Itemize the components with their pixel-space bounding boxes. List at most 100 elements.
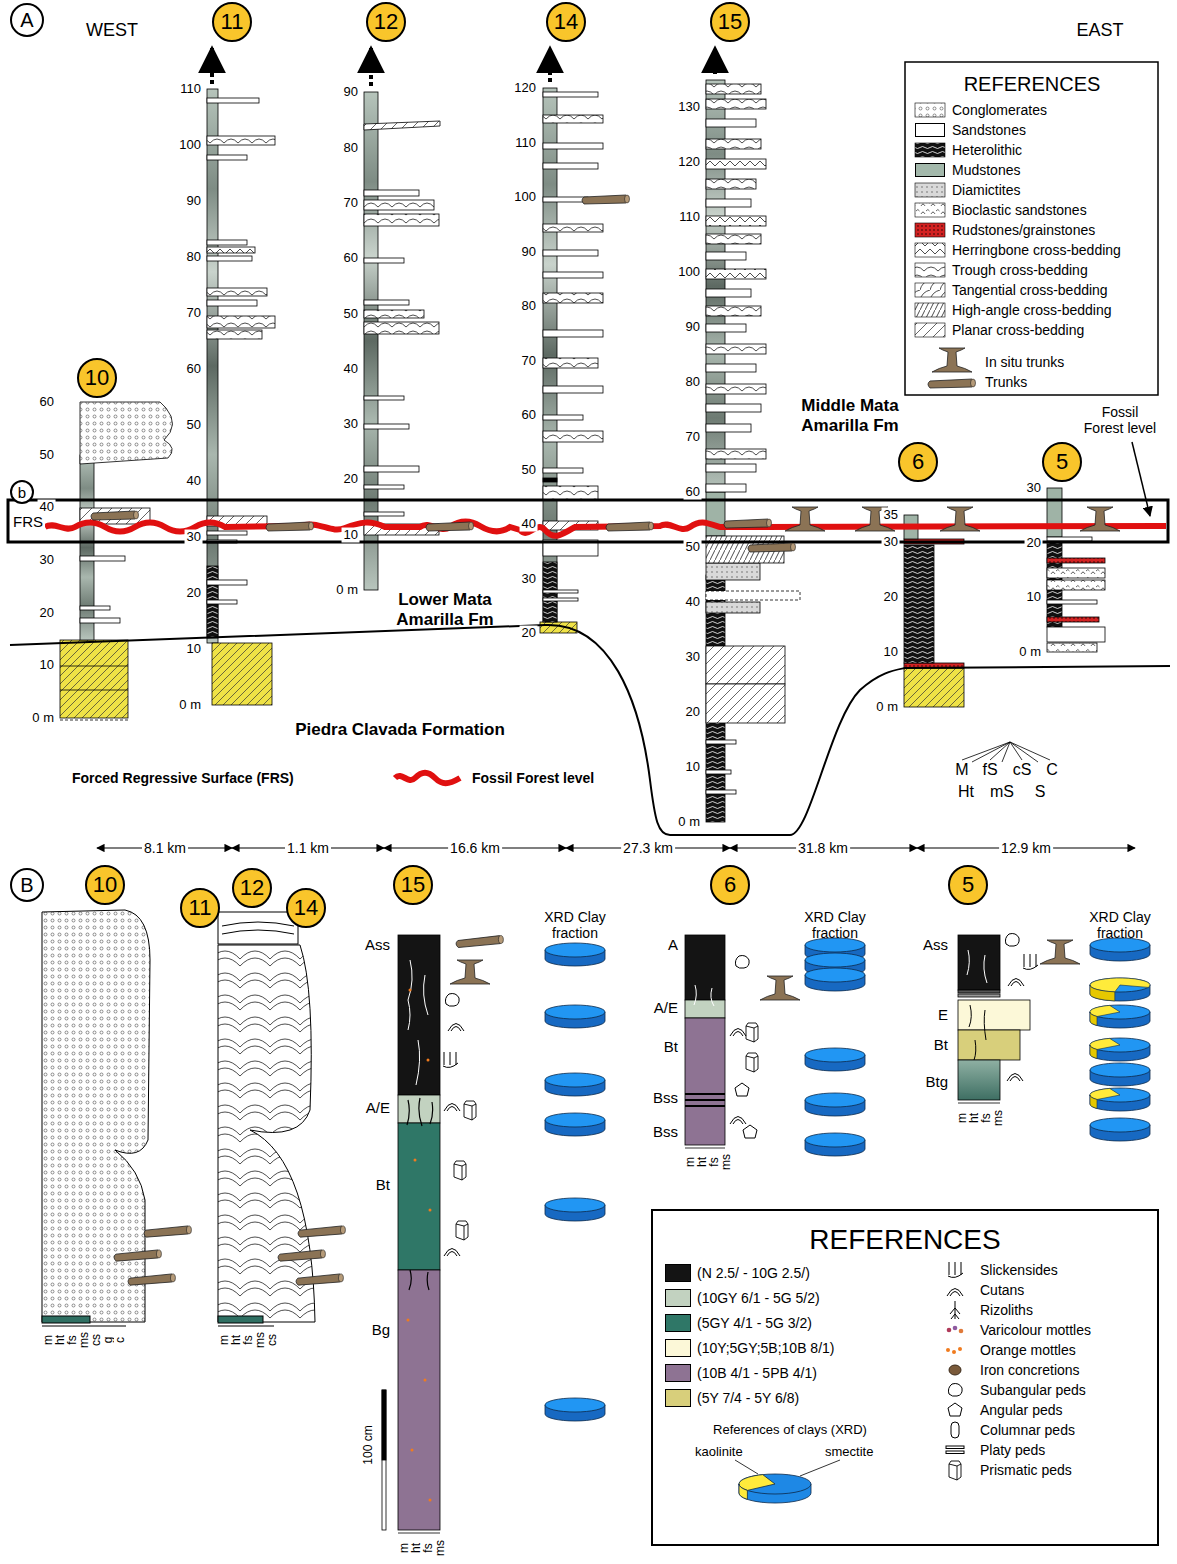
illustration-part — [543, 224, 603, 232]
legend-swatch — [665, 1389, 691, 1407]
illustration-part — [426, 522, 474, 531]
illustration-part — [8, 500, 1168, 542]
illustration-part — [951, 1422, 959, 1438]
illustration-part — [1005, 934, 1019, 947]
horizon-label: Btg — [923, 1073, 950, 1090]
illustration-part — [1008, 979, 1024, 987]
depth-tick: 30 — [38, 552, 56, 567]
section-circle: 6 — [710, 865, 750, 905]
illustration-part — [382, 1390, 386, 1460]
illustration-part — [915, 243, 945, 257]
illustration-part — [364, 485, 404, 489]
formation-label: Piedra Clavada Formation — [293, 720, 507, 740]
illustration-part — [962, 742, 1050, 762]
illustration-part — [946, 1347, 962, 1354]
illustration-part — [10, 625, 1170, 835]
grain-size-label: ht — [410, 1541, 422, 1555]
illustration-part — [743, 1125, 757, 1138]
illustration-part — [543, 163, 598, 169]
section-number: 15 — [401, 874, 425, 896]
depth-tick: 120 — [512, 81, 538, 96]
section-circle: b — [10, 480, 34, 504]
illustration-part — [948, 1384, 962, 1397]
depth-tick: 100 — [512, 190, 538, 205]
illustration-part — [915, 143, 945, 157]
depth-tick: 40 — [684, 595, 702, 610]
depth-tick: 0 m — [676, 815, 702, 830]
legend-swatch — [665, 1314, 691, 1332]
illustration-part — [706, 602, 760, 613]
depth-tick: 80 — [684, 375, 702, 390]
illustration-part — [218, 912, 298, 944]
illustration-part — [60, 720, 128, 721]
illustration-part — [543, 272, 603, 278]
illustration-part — [805, 1133, 865, 1156]
legend-text: (5GY 4/1 - 5G 3/2) — [697, 1315, 812, 1331]
legend-text: Columnar peds — [980, 1422, 1075, 1438]
depth-tick: 70 — [520, 353, 538, 368]
xrd-label: XRD Clay fraction — [780, 909, 890, 941]
illustration-part — [207, 98, 259, 103]
illustration-part — [278, 1250, 326, 1261]
depth-tick: 60 — [520, 408, 538, 423]
kaolinite-slice — [739, 1475, 775, 1500]
legend-swatch — [665, 1264, 691, 1282]
legend-text: Planar cross-bedding — [952, 322, 1084, 338]
illustration-part — [915, 183, 945, 197]
illustration-part — [1047, 568, 1105, 578]
illustration-part — [450, 960, 490, 984]
illustration-part — [685, 1093, 725, 1095]
horizon-label: Bg — [370, 1321, 392, 1338]
xrd-label: XRD Clay fraction — [520, 909, 630, 941]
section-circle: A — [10, 3, 44, 37]
callout-label: Fossil Forest level — [1080, 404, 1160, 436]
illustration-part — [266, 522, 314, 531]
illustration-part — [210, 48, 214, 84]
illustration-part — [464, 1101, 476, 1120]
illustration-part — [748, 543, 796, 552]
depth-tick: 0 m — [874, 700, 900, 715]
depth-tick: 10 — [882, 645, 900, 660]
legend-text: (10GY 6/1 - 5G 5/2) — [697, 1290, 820, 1306]
illustration-part — [962, 742, 1010, 760]
illustration-part — [128, 1274, 176, 1285]
illustration-part — [805, 1048, 865, 1071]
illustration-part — [735, 956, 749, 969]
depth-tick: 50 — [342, 306, 360, 321]
depth-tick: 50 — [684, 540, 702, 555]
distance-label: 1.1 km — [285, 840, 331, 856]
depth-tick: 40 — [38, 500, 56, 515]
depth-tick: 50 — [38, 447, 56, 462]
legend-title: REFERENCES — [807, 1224, 1002, 1256]
formation-label: Middle Mata Amarilla Fm — [775, 396, 925, 435]
illustration-part — [444, 1104, 460, 1112]
illustration-part — [1090, 1088, 1150, 1111]
section-number: 14 — [554, 11, 578, 33]
legend-text: Diamictites — [952, 182, 1020, 198]
illustration-part — [543, 431, 603, 442]
illustration-part — [545, 1398, 605, 1421]
illustration-part — [972, 742, 1010, 762]
depth-tick: 0 m — [334, 583, 360, 598]
distance-label: 31.8 km — [796, 840, 850, 856]
illustration-part — [915, 203, 945, 217]
illustration-part — [928, 379, 976, 388]
section-circle: 11 — [212, 2, 252, 42]
illustration-part — [958, 994, 1000, 997]
depth-tick: 130 — [676, 100, 702, 115]
horizon-label: Bss — [651, 1089, 680, 1106]
pie-part — [739, 1484, 747, 1499]
illustration-part — [1080, 507, 1120, 531]
depth-tick: 70 — [185, 306, 203, 321]
legend-text: Cutans — [980, 1282, 1024, 1298]
illustration-part — [958, 1103, 1000, 1104]
illustration-part — [207, 155, 247, 160]
illustration-part — [947, 1289, 963, 1297]
depth-tick: 10 — [185, 642, 203, 657]
grain-size-label: ht — [696, 1155, 708, 1169]
legend-text: Rudstones/grainstones — [952, 222, 1095, 238]
illustration-part — [364, 310, 424, 318]
illustration-part — [713, 48, 717, 74]
legend-text: Varicolour mottles — [980, 1322, 1091, 1338]
